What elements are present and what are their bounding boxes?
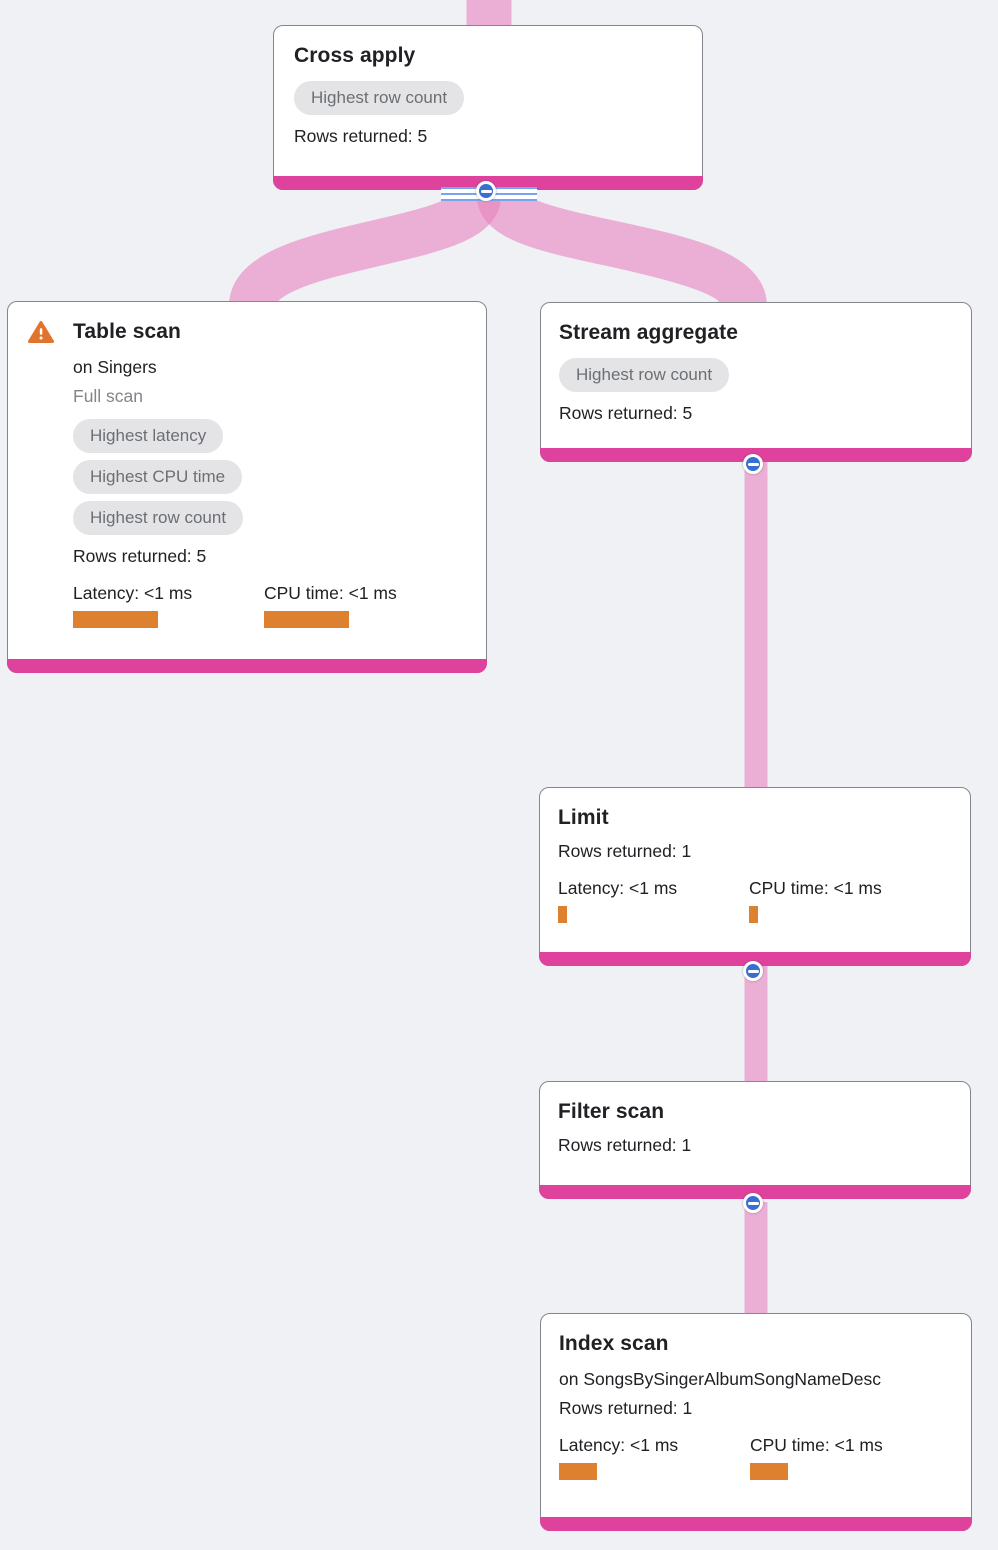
- node-accent-bar: [7, 659, 487, 673]
- latency-label: Latency: <1 ms: [559, 1435, 679, 1455]
- node-subtitle: on Singers: [73, 357, 157, 377]
- node-title: Index scan: [559, 1332, 669, 1355]
- collapse-button-limit[interactable]: [743, 961, 763, 981]
- collapse-button-cross-apply[interactable]: [476, 181, 496, 201]
- rows-returned-text: Rows returned: 1: [559, 1398, 693, 1418]
- badge-highest-latency: Highest latency: [73, 419, 224, 453]
- node-title: Stream aggregate: [559, 321, 739, 344]
- cpu-time-label: CPU time: <1 ms: [750, 1435, 883, 1455]
- collapse-button-stream-aggregate[interactable]: [743, 454, 763, 474]
- node-title: Cross apply: [294, 44, 416, 67]
- cpu-time-label: CPU time: <1 ms: [264, 583, 397, 603]
- badge-highest-row-count: Highest row count: [294, 81, 465, 115]
- cpu-time-label: CPU time: <1 ms: [749, 878, 882, 898]
- latency-bar: [559, 1463, 597, 1480]
- minus-icon: [747, 462, 759, 466]
- cpu-time-bar: [749, 906, 758, 923]
- rows-returned-text: Rows returned: 5: [73, 546, 207, 566]
- minus-icon: [480, 189, 492, 193]
- rows-returned-text: Rows returned: 1: [558, 841, 692, 861]
- plan-node-filter-scan[interactable]: Filter scan Rows returned: 1: [539, 1081, 971, 1199]
- rows-returned-text: Rows returned: 5: [294, 126, 428, 146]
- cpu-time-bar: [264, 611, 349, 628]
- badge-highest-row-count: Highest row count: [73, 501, 244, 535]
- latency-label: Latency: <1 ms: [73, 583, 193, 603]
- node-title: Limit: [558, 806, 609, 829]
- node-accent-bar: [540, 1517, 972, 1531]
- edge-cross-apply-to-stream-aggregate: [477, 188, 767, 311]
- badge-highest-row-count: Highest row count: [559, 358, 730, 392]
- plan-node-cross-apply[interactable]: Cross apply Highest row count Rows retur…: [273, 25, 703, 190]
- warning-icon: [28, 321, 54, 343]
- node-title: Filter scan: [558, 1100, 665, 1123]
- plan-node-stream-aggregate[interactable]: Stream aggregate Highest row count Rows …: [540, 302, 972, 462]
- edge-cross-apply-to-table-scan: [229, 189, 501, 311]
- rows-returned-text: Rows returned: 5: [559, 403, 693, 423]
- node-accent-bar: [539, 952, 971, 966]
- cpu-time-bar: [750, 1463, 788, 1480]
- plan-node-index-scan[interactable]: Index scan on SongsBySingerAlbumSongName…: [540, 1313, 972, 1531]
- latency-bar: [558, 906, 567, 923]
- badge-highest-cpu-time: Highest CPU time: [73, 460, 243, 494]
- minus-icon: [747, 1201, 759, 1205]
- latency-label: Latency: <1 ms: [558, 878, 678, 898]
- node-title: Table scan: [73, 320, 181, 343]
- plan-node-table-scan[interactable]: Table scan on Singers Full scan Highest …: [7, 301, 487, 673]
- scan-type-text: Full scan: [73, 386, 144, 406]
- plan-node-limit[interactable]: Limit Rows returned: 1 Latency: <1 ms CP…: [539, 787, 971, 966]
- latency-bar: [73, 611, 158, 628]
- collapse-button-filter-scan[interactable]: [743, 1193, 763, 1213]
- node-subtitle: on SongsBySingerAlbumSongNameDesc: [559, 1369, 881, 1389]
- node-accent-bar: [539, 1185, 971, 1199]
- minus-icon: [747, 969, 759, 973]
- rows-returned-text: Rows returned: 1: [558, 1135, 692, 1155]
